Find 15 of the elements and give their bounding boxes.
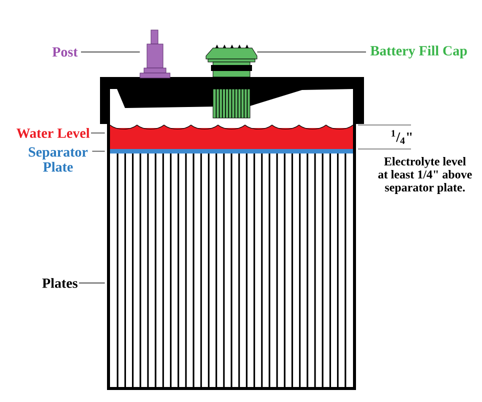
- note-text: Electrolyte level at least 1/4" above separator plate.: [378, 157, 472, 194]
- plates: [116, 154, 346, 387]
- terminal-post: [140, 30, 170, 78]
- part-label: Water Level: [16, 128, 90, 138]
- fill-cap: [206, 44, 258, 118]
- water-layer: [110, 124, 354, 149]
- leader-line: [90, 132, 106, 134]
- part-label: Plates: [42, 278, 78, 288]
- leader-line: [92, 150, 106, 152]
- part-label: Separator Plate: [28, 147, 88, 172]
- leader-line: [78, 282, 106, 284]
- dimension-label: $^{1}$/$_{4}$": [392, 130, 412, 144]
- part-label: Post: [52, 47, 78, 57]
- separator-plate: [110, 149, 353, 154]
- part-label: Battery Fill Cap: [370, 46, 467, 58]
